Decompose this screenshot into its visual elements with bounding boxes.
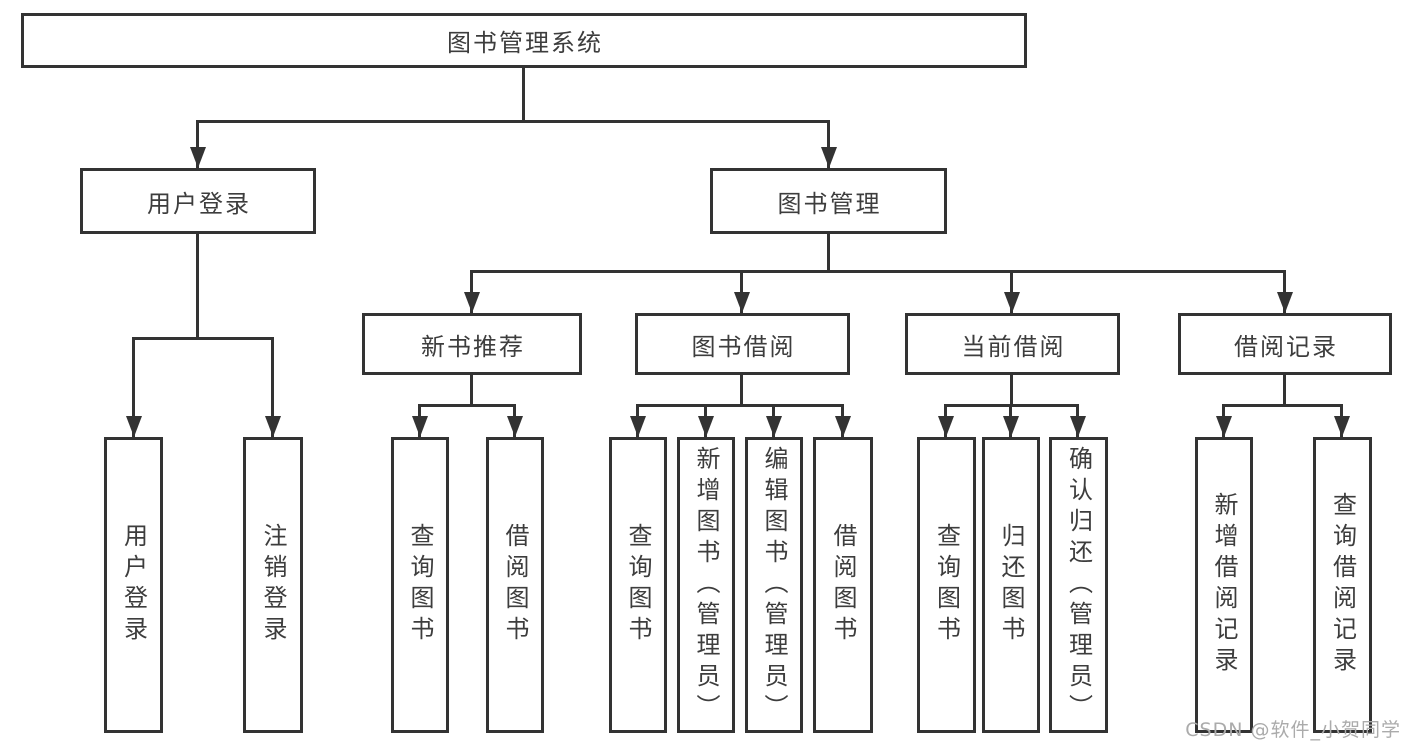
- leaf-user-login: 用户登录: [104, 437, 163, 733]
- node-borrowing-records: 借阅记录: [1178, 313, 1392, 375]
- node-label: 图书管理系统: [447, 29, 603, 57]
- connector-line: [132, 337, 274, 340]
- leaf-label: 借阅图书: [501, 523, 529, 647]
- leaf-return-books: 归还图书: [982, 437, 1040, 733]
- arrow-down-icon: [1009, 404, 1012, 437]
- csdn-watermark: CSDN @软件_小贺同学: [1185, 719, 1401, 741]
- connector-line: [522, 68, 525, 120]
- arrow-down-icon: [271, 337, 274, 437]
- arrow-down-icon: [636, 404, 639, 437]
- node-book-management: 图书管理: [710, 168, 947, 234]
- arrow-down-icon: [196, 120, 199, 168]
- node-library-management-system: 图书管理系统: [21, 13, 1027, 68]
- connector-line: [1283, 375, 1286, 404]
- leaf-label: 注销登录: [259, 523, 287, 647]
- connector-line: [470, 375, 473, 404]
- arrow-down-icon: [418, 404, 421, 437]
- leaf-label: 借阅图书: [829, 523, 857, 647]
- arrow-down-icon: [1340, 404, 1343, 437]
- leaf-label: 用户登录: [119, 523, 148, 647]
- leaf-query-borrow-record: 查询借阅记录: [1313, 437, 1372, 733]
- node-label: 当前借阅: [961, 332, 1066, 361]
- arrow-down-icon: [1222, 404, 1225, 437]
- node-new-book-recommend: 新书推荐: [362, 313, 582, 375]
- connector-line: [636, 404, 844, 407]
- arrow-down-icon: [1283, 270, 1286, 313]
- leaf-label: 查询图书: [932, 523, 961, 647]
- leaf-edit-books-admin: 编辑图书（管理员）: [745, 437, 803, 733]
- leaf-query-books-borrow: 查询图书: [609, 437, 667, 733]
- arrow-down-icon: [132, 337, 135, 437]
- arrow-down-icon: [513, 404, 516, 437]
- connector-line: [1010, 375, 1013, 404]
- node-label: 新书推荐: [421, 332, 525, 361]
- arrow-down-icon: [841, 404, 844, 437]
- connector-line: [1222, 404, 1343, 407]
- arrow-down-icon: [704, 404, 707, 437]
- leaf-label: 查询图书: [406, 523, 434, 647]
- arrow-down-icon: [1010, 270, 1013, 313]
- connector-line: [196, 120, 830, 123]
- leaf-add-borrow-record: 新增借阅记录: [1195, 437, 1253, 733]
- leaf-borrow-books-recommend: 借阅图书: [486, 437, 544, 733]
- leaf-confirm-return-admin: 确认归还（管理员）: [1049, 437, 1108, 733]
- connector-line: [827, 234, 830, 270]
- leaf-label: 编辑图书（管理员）: [760, 445, 788, 725]
- node-label: 用户登录: [147, 189, 251, 218]
- leaf-label: 新增图书（管理员）: [692, 445, 720, 725]
- node-current-borrowing: 当前借阅: [905, 313, 1120, 375]
- node-label: 图书管理: [777, 189, 882, 218]
- leaf-label: 查询图书: [624, 523, 652, 647]
- arrow-down-icon: [944, 404, 947, 437]
- leaf-label: 新增借阅记录: [1210, 492, 1238, 678]
- node-user-login: 用户登录: [80, 168, 316, 234]
- connector-line: [196, 234, 199, 337]
- node-label: 借阅记录: [1234, 332, 1338, 361]
- node-label: 图书借阅: [691, 332, 796, 361]
- leaf-label: 确认归还（管理员）: [1064, 445, 1093, 725]
- leaf-query-books-recommend: 查询图书: [391, 437, 449, 733]
- arrow-down-icon: [1076, 404, 1079, 437]
- arrow-down-icon: [827, 120, 830, 168]
- arrow-down-icon: [740, 270, 743, 313]
- leaf-query-books-current: 查询图书: [917, 437, 976, 733]
- leaf-label: 查询借阅记录: [1328, 492, 1357, 678]
- leaf-borrow-books: 借阅图书: [813, 437, 873, 733]
- arrow-down-icon: [470, 270, 473, 313]
- node-book-borrowing: 图书借阅: [635, 313, 850, 375]
- connector-line: [418, 404, 516, 407]
- connector-line: [740, 375, 743, 404]
- connector-line: [470, 270, 1286, 273]
- leaf-label: 归还图书: [997, 523, 1025, 647]
- arrow-down-icon: [772, 404, 775, 437]
- leaf-logout: 注销登录: [243, 437, 303, 733]
- leaf-add-books-admin: 新增图书（管理员）: [677, 437, 735, 733]
